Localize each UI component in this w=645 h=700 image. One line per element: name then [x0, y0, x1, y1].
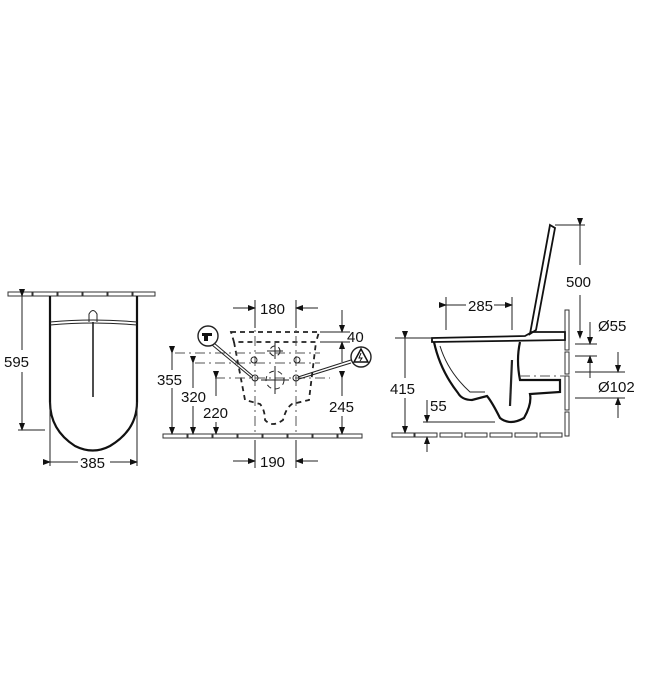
front-view: 180 40 355 320 220 245 190	[156, 300, 372, 471]
bowl-outline	[48, 296, 139, 452]
bowl-profile	[432, 341, 562, 424]
dim-depth: 595	[4, 354, 29, 371]
dim-height-320: 320	[181, 389, 206, 406]
electric-warning-icon	[297, 346, 372, 380]
dim-height-355: 355	[157, 372, 182, 389]
top-view: 595 385	[2, 289, 156, 472]
floor-strip	[162, 433, 363, 439]
dim-rim-height: 415	[390, 381, 415, 398]
dim-height-245: 245	[329, 399, 354, 416]
dim-outlet-diameter: Ø102	[598, 379, 635, 396]
dim-inlet-diameter: Ø55	[598, 318, 626, 335]
fixing-markers	[250, 343, 301, 394]
dim-lid-height: 500	[566, 274, 591, 291]
frame-outline-dashed	[229, 331, 321, 343]
dim-fixing-spacing: 180	[260, 301, 285, 318]
lid	[528, 223, 556, 336]
dim-bottom-clearance: 55	[430, 398, 447, 415]
wall-side	[564, 309, 570, 437]
water-tap-icon	[197, 325, 254, 379]
dim-height-220: 220	[203, 405, 228, 422]
dim-frame-offset: 40	[347, 329, 364, 346]
floor-strip-side	[391, 432, 563, 438]
side-view: 285 500 Ø55 Ø102 415 55	[388, 218, 635, 452]
wall-strip	[7, 291, 156, 297]
dim-seat-depth: 285	[468, 298, 493, 315]
seat	[431, 331, 566, 343]
dim-bottom-spacing: 190	[260, 454, 285, 471]
dim-width: 385	[80, 455, 105, 472]
